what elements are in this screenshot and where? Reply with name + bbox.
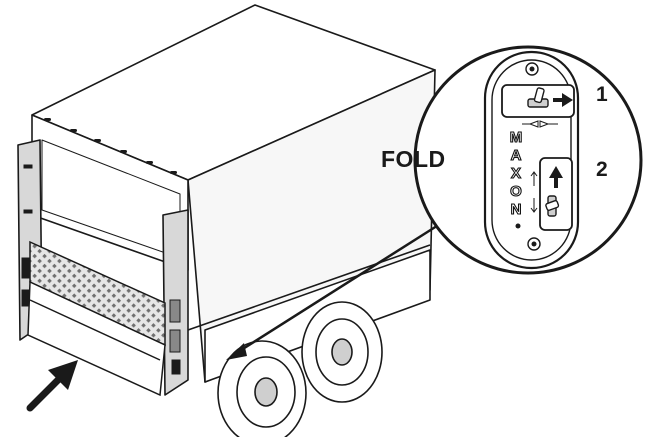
- step-1-label: 1: [596, 83, 608, 106]
- pointer-arrow-icon: [26, 360, 78, 412]
- arrow-up-icon: [549, 166, 563, 188]
- svg-text:A: A: [511, 147, 522, 164]
- toggle-switch-icon: [527, 87, 549, 108]
- fold-label: FOLD: [381, 146, 446, 172]
- wheels: [217, 301, 383, 442]
- svg-text:O: O: [510, 183, 522, 200]
- step-2-label: 2: [596, 158, 608, 181]
- detail-leader-line: [226, 222, 441, 360]
- svg-text:X: X: [511, 165, 521, 182]
- maxon-logo: M A X O N: [509, 128, 523, 218]
- arrow-right-icon: [553, 93, 573, 107]
- control-switch-plate: [483, 50, 580, 270]
- toggle-switch-icon: [545, 195, 560, 217]
- svg-text:N: N: [511, 201, 522, 218]
- svg-text:M: M: [510, 129, 523, 146]
- marker-lights: [44, 118, 177, 174]
- liftgate-platform: [27, 240, 166, 397]
- post-details: [21, 164, 181, 375]
